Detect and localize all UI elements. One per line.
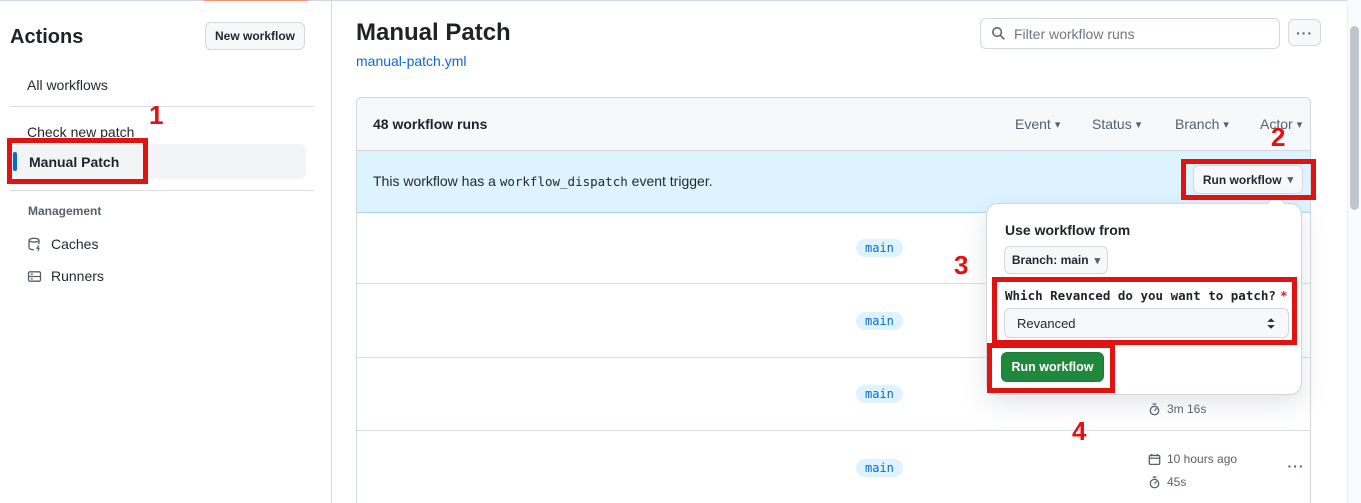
- duration-text: 45s: [1167, 475, 1187, 489]
- branch-badge[interactable]: main: [856, 458, 903, 477]
- management-section-label: Management: [28, 204, 102, 218]
- branch-badge[interactable]: main: [856, 311, 903, 330]
- runners-icon: [27, 269, 42, 284]
- filter-label: Actor: [1260, 116, 1293, 132]
- scrollbar-thumb[interactable]: [1350, 26, 1359, 210]
- run-workflow-submit-button[interactable]: Run workflow: [1001, 352, 1104, 382]
- chevron-down-icon: ▾: [1287, 174, 1294, 186]
- sidebar-divider: [10, 190, 314, 191]
- sidebar-title: Actions: [10, 26, 84, 48]
- search-icon: [991, 26, 1006, 41]
- sidebar-item-manual-patch[interactable]: Manual Patch: [12, 144, 306, 179]
- sidebar: Actions New workflow All workflows Check…: [0, 1, 332, 503]
- page-scrollbar: [1347, 0, 1361, 503]
- revanced-select[interactable]: Revanced: [1004, 308, 1289, 338]
- sidebar-item-label: Manual Patch: [29, 153, 120, 170]
- workflow-options-kebab-button[interactable]: ···: [1288, 19, 1321, 46]
- chevron-down-icon: ▾: [1296, 118, 1303, 131]
- sidebar-divider: [10, 106, 314, 107]
- workflow-runs-count: 48 workflow runs: [373, 116, 488, 132]
- event-filter-dropdown[interactable]: Event ▾: [1015, 116, 1060, 132]
- chevron-down-icon: ▾: [1054, 118, 1061, 131]
- banner-text-before: This workflow has a: [373, 173, 500, 189]
- filter-label: Branch: [1175, 116, 1220, 132]
- actor-filter-dropdown[interactable]: Actor ▾: [1260, 116, 1302, 132]
- chevron-down-icon: ▾: [1223, 118, 1229, 131]
- select-value: Revanced: [1017, 315, 1076, 331]
- banner-text: This workflow has a workflow_dispatch ev…: [373, 173, 713, 189]
- run-start-time: 10 hours ago: [1148, 452, 1237, 466]
- filter-label: Event: [1015, 116, 1051, 132]
- calendar-icon: [1148, 453, 1161, 466]
- branch-selector-label: Branch: main: [1011, 253, 1089, 267]
- workflow-file-link[interactable]: manual-patch.yml: [356, 53, 467, 69]
- duration-text: 3m 16s: [1167, 402, 1207, 416]
- filter-label: Status: [1092, 116, 1132, 132]
- top-border: [0, 0, 1361, 1]
- page-title: Manual Patch: [356, 19, 511, 46]
- runs-list-header: 48 workflow runs Event ▾ Status ▾ Branch…: [357, 98, 1310, 151]
- select-updown-icon: [1266, 317, 1276, 330]
- run-workflow-label: Run workflow: [1202, 172, 1282, 187]
- branch-badge[interactable]: main: [856, 385, 903, 403]
- new-workflow-button[interactable]: New workflow: [205, 22, 305, 50]
- status-filter-dropdown[interactable]: Status ▾: [1092, 116, 1141, 132]
- sidebar-item-label: Caches: [51, 236, 99, 252]
- start-time-text: 10 hours ago: [1167, 452, 1238, 466]
- banner-text-after: event trigger.: [627, 173, 713, 189]
- input-label-text: Which Revanced do you want to patch?: [1005, 288, 1276, 303]
- sidebar-item-runners[interactable]: Runners: [27, 268, 104, 284]
- chevron-down-icon: ▾: [1094, 254, 1101, 267]
- run-duration: 3m 16s: [1148, 402, 1206, 416]
- selected-accent-bar: [13, 152, 17, 171]
- run-workflow-dropdown-panel: Use workflow from Branch: main ▾ Which R…: [986, 203, 1302, 395]
- run-duration: 45s: [1148, 475, 1186, 489]
- branch-badge[interactable]: main: [856, 239, 903, 257]
- sidebar-item-check-new-patch[interactable]: Check new patch: [27, 124, 135, 140]
- run-options-kebab-button[interactable]: ···: [1278, 455, 1310, 477]
- banner-code: workflow_dispatch: [499, 174, 628, 189]
- workflow-run-row[interactable]: main 3m 16s: [357, 358, 1310, 431]
- use-workflow-from-heading: Use workflow from: [1005, 222, 1131, 238]
- sidebar-item-all-workflows[interactable]: All workflows: [27, 77, 108, 93]
- workflow-dispatch-banner: This workflow has a workflow_dispatch ev…: [357, 151, 1310, 213]
- stopwatch-icon: [1148, 402, 1161, 416]
- workflow-run-row[interactable]: main: [357, 213, 1310, 284]
- branch-selector-button[interactable]: Branch: main ▾: [1004, 246, 1108, 274]
- workflow-run-row[interactable]: main: [357, 284, 1310, 358]
- branch-filter-dropdown[interactable]: Branch ▾: [1175, 116, 1229, 132]
- cache-icon: [27, 237, 42, 252]
- workflow-input-label: Which Revanced do you want to patch?*: [1005, 288, 1287, 303]
- chevron-down-icon: ▾: [1135, 118, 1142, 131]
- sidebar-item-caches[interactable]: Caches: [27, 236, 98, 252]
- stopwatch-icon: [1148, 475, 1161, 489]
- filter-workflow-runs-box: [980, 18, 1280, 49]
- filter-workflow-runs-input[interactable]: [1014, 25, 1269, 42]
- required-asterisk: *: [1279, 288, 1288, 303]
- sidebar-item-label: Runners: [51, 268, 104, 284]
- workflow-run-row[interactable]: main 10 hours ago 45s ···: [357, 431, 1310, 503]
- run-workflow-dropdown-button[interactable]: Run workflow ▾: [1193, 165, 1303, 194]
